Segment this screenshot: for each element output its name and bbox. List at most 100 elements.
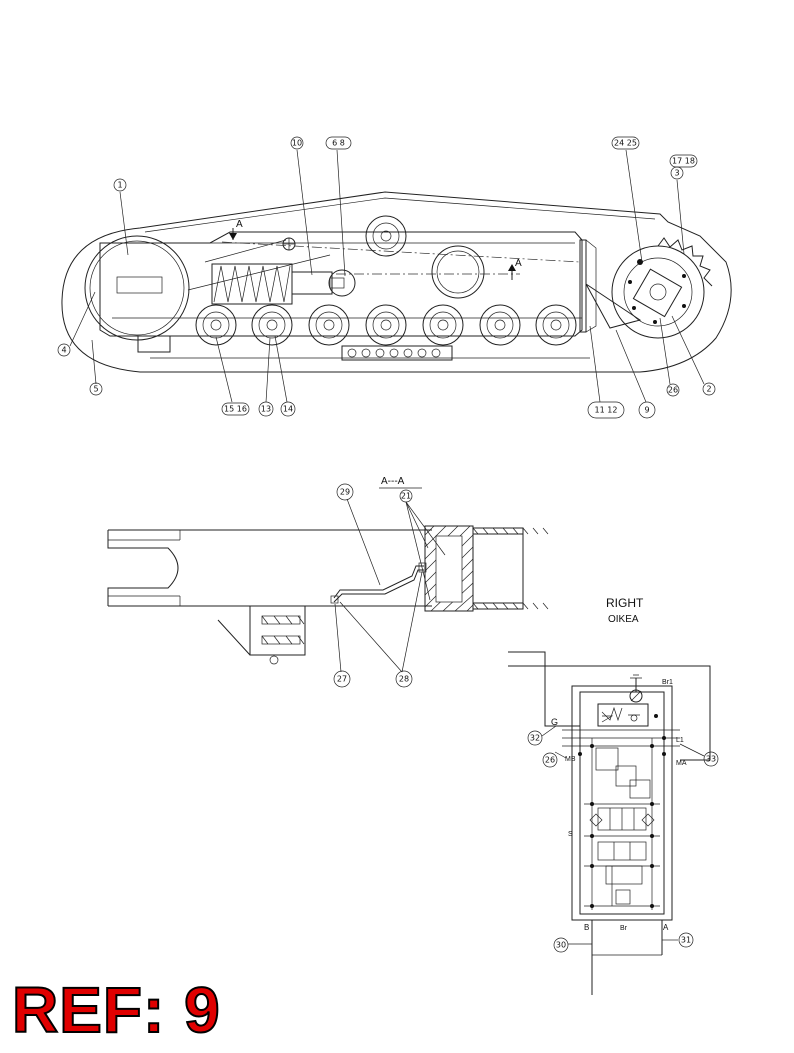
callout-6-8: 6 8 <box>325 136 352 150</box>
carrier-roller-large <box>431 245 485 299</box>
callout-13: 13 <box>258 401 274 417</box>
drive-sprocket <box>611 237 713 339</box>
callout-27: 27 <box>333 670 351 688</box>
svg-text:17 18: 17 18 <box>672 157 695 166</box>
idler-axle <box>116 276 163 294</box>
idler-wheel <box>84 235 190 341</box>
front-guard-plate <box>579 239 587 333</box>
section-mark-left: A <box>236 219 243 230</box>
idler-yoke <box>107 530 179 606</box>
callout-4: 4 <box>57 343 71 357</box>
internal-circuit <box>562 729 680 910</box>
callout-26-schematic: 26 <box>542 752 558 768</box>
svg-text:21: 21 <box>401 492 411 501</box>
pipe-fitting-28 <box>418 562 427 573</box>
svg-text:26: 26 <box>668 386 678 395</box>
track-chain-outline <box>61 191 732 373</box>
track-inner-line <box>144 197 656 233</box>
motor-housing <box>571 685 673 921</box>
svg-text:13: 13 <box>261 405 271 414</box>
svg-text:1: 1 <box>117 181 122 190</box>
svg-text:32: 32 <box>530 734 540 743</box>
svg-text:9: 9 <box>644 406 649 415</box>
leader-lines-schematic <box>541 725 705 945</box>
leader-lines-section <box>334 498 446 673</box>
port-l1: L1 <box>676 737 684 744</box>
travel-motor <box>628 259 686 324</box>
svg-text:24 25: 24 25 <box>614 139 637 148</box>
lower-bracket <box>210 605 320 656</box>
line-g-pilot <box>508 651 580 727</box>
grease-pipe <box>333 565 424 599</box>
callout-3: 3 <box>670 166 684 180</box>
port-ma: MA <box>676 760 687 767</box>
hydraulic-schematic: RIGHT OIKEA <box>508 596 719 995</box>
leader-lines-top <box>69 149 705 403</box>
svg-text:31: 31 <box>681 936 691 945</box>
line-drain <box>508 665 711 761</box>
callout-5: 5 <box>89 382 103 396</box>
schematic-heading: RIGHT <box>606 596 644 610</box>
svg-text:33: 33 <box>706 755 716 764</box>
port-br: Br <box>620 925 628 932</box>
svg-text:28: 28 <box>399 675 409 684</box>
callout-1: 1 <box>113 178 127 192</box>
svg-text:5: 5 <box>93 385 98 394</box>
idler-wheel-inner <box>89 240 185 336</box>
callout-11-12: 11 12 <box>587 401 625 419</box>
track-links <box>341 345 453 361</box>
callout-10: 10 <box>290 136 304 150</box>
callout-29: 29 <box>336 483 354 501</box>
callout-2: 2 <box>702 382 716 396</box>
callout-17-18: 17 18 <box>669 154 698 168</box>
track-rollers <box>195 304 577 346</box>
section-mark-right: A <box>515 258 522 269</box>
callout-24-25: 24 25 <box>611 136 640 150</box>
frame-cross-section <box>424 525 549 612</box>
idler-support <box>137 335 171 353</box>
port-br1: Br1 <box>662 679 673 686</box>
reference-label: REF: 9 <box>11 974 221 1046</box>
svg-text:11 12: 11 12 <box>595 406 618 415</box>
callout-31: 31 <box>678 932 694 948</box>
svg-text:4: 4 <box>61 346 66 355</box>
valve-block <box>579 691 665 915</box>
svg-text:15 16: 15 16 <box>224 405 247 414</box>
callout-21: 21 <box>399 489 413 503</box>
track-frame-view: A A <box>57 136 732 419</box>
svg-text:30: 30 <box>556 941 566 950</box>
callout-28: 28 <box>395 670 413 688</box>
svg-text:10: 10 <box>292 139 302 148</box>
callout-32: 32 <box>527 730 543 746</box>
schematic-subheading: OIKEA <box>608 614 639 625</box>
callout-26: 26 <box>666 383 680 397</box>
track-frame-body <box>99 231 583 337</box>
svg-text:3: 3 <box>674 169 679 178</box>
svg-text:26: 26 <box>545 756 555 765</box>
svg-text:29: 29 <box>340 488 350 497</box>
port-g: G <box>551 717 558 727</box>
callout-15-16: 15 16 <box>221 402 250 416</box>
frame-arm-edges <box>108 529 432 607</box>
svg-text:27: 27 <box>337 675 347 684</box>
port-b: B <box>584 923 589 932</box>
section-title: A---A <box>381 476 405 487</box>
pipe-fitting-27 <box>330 595 339 604</box>
motor-symbol <box>629 689 643 703</box>
center-line-upper <box>221 241 581 263</box>
brake-valve <box>597 703 649 727</box>
recoil-spring <box>187 239 333 305</box>
junction-dots <box>578 714 666 908</box>
svg-text:2: 2 <box>706 385 711 394</box>
adjuster-cylinder <box>328 269 356 297</box>
callout-33: 33 <box>703 751 719 767</box>
track-guard <box>585 283 642 329</box>
callout-9: 9 <box>638 401 656 419</box>
carrier-roller <box>365 215 407 257</box>
svg-text:14: 14 <box>283 405 293 414</box>
callout-30: 30 <box>553 937 569 953</box>
section-view-a-a: A---A <box>107 476 549 688</box>
svg-text:6 8: 6 8 <box>332 139 345 148</box>
port-mb: MB <box>565 756 576 763</box>
